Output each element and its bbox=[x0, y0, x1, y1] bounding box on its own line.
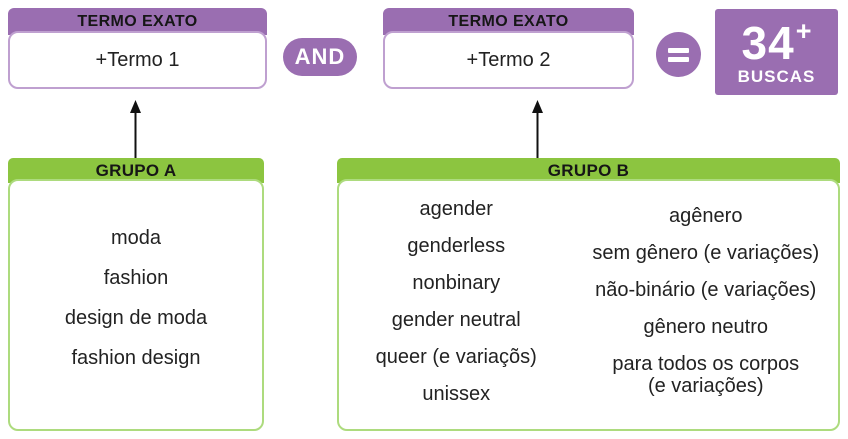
group-b-term: queer (e variaçõs) bbox=[375, 346, 537, 368]
group-b-term: unissex bbox=[422, 383, 491, 405]
result-box: 34 + BUSCAS bbox=[715, 9, 838, 95]
group-a-term: moda bbox=[110, 227, 162, 249]
term2-card: TERMO EXATO +Termo 2 bbox=[383, 8, 634, 89]
group-a-term: fashion design bbox=[71, 347, 201, 369]
term2-header: TERMO EXATO bbox=[383, 8, 634, 35]
term1-card: TERMO EXATO +Termo 1 bbox=[8, 8, 267, 89]
group-b-term: gender neutral bbox=[391, 309, 521, 331]
group-b-term: para todos os corpos (e variações) bbox=[612, 352, 800, 397]
result-label: BUSCAS bbox=[737, 66, 816, 86]
group-b-term: nonbinary bbox=[412, 272, 501, 294]
term2-value: +Termo 2 bbox=[383, 31, 634, 89]
group-a-term: fashion bbox=[103, 267, 169, 289]
result-plus: + bbox=[795, 15, 812, 46]
group-b-term: agender bbox=[419, 198, 493, 220]
arrow-up-icon bbox=[130, 100, 141, 158]
group-b-column-portuguese: agênero sem gênero (e variações) não-bin… bbox=[574, 181, 838, 429]
group-b-title: GRUPO B bbox=[337, 158, 840, 183]
term1-value: +Termo 1 bbox=[8, 31, 267, 89]
group-b-term: não-binário (e variações) bbox=[595, 278, 817, 301]
group-a-body: moda fashion design de moda fashion desi… bbox=[8, 179, 264, 431]
result-count: 34 bbox=[741, 16, 795, 69]
group-b-term: gênero neutro bbox=[643, 315, 769, 338]
group-b-card: GRUPO B agender genderless nonbinary gen… bbox=[337, 158, 840, 431]
term1-header: TERMO EXATO bbox=[8, 8, 267, 35]
arrow-up-icon bbox=[532, 100, 543, 158]
group-a-card: GRUPO A moda fashion design de moda fash… bbox=[8, 158, 264, 431]
group-b-body: agender genderless nonbinary gender neut… bbox=[337, 179, 840, 431]
equals-icon bbox=[656, 32, 701, 77]
group-a-title: GRUPO A bbox=[8, 158, 264, 183]
group-b-term: sem gênero (e variações) bbox=[592, 241, 820, 264]
group-a-term: design de moda bbox=[64, 307, 208, 329]
group-b-term: agênero bbox=[669, 204, 743, 227]
group-b-term: genderless bbox=[407, 235, 506, 257]
group-b-column-english: agender genderless nonbinary gender neut… bbox=[339, 181, 574, 429]
and-operator-badge: AND bbox=[283, 38, 357, 76]
